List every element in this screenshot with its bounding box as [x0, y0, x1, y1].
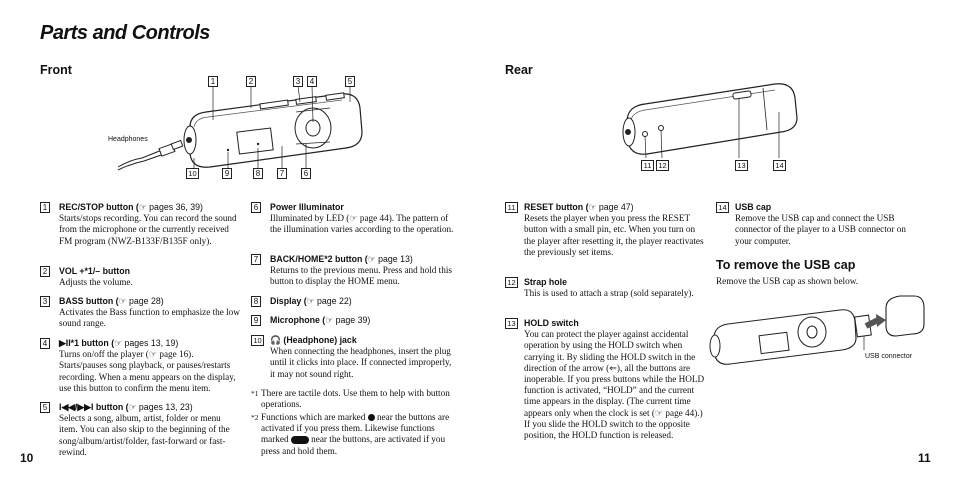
dot-icon [367, 414, 375, 422]
callout-6: 6 [301, 168, 311, 179]
footnote-1: *1 There are tactile dots. Use them to h… [251, 388, 450, 410]
callout-10: 10 [186, 168, 199, 179]
callout-9: 9 [222, 168, 232, 179]
callout-3: 3 [293, 76, 303, 87]
entry-7: 7 BACK/HOME*2 button (☞ page 13)Returns … [251, 254, 456, 288]
front-illustration [117, 85, 363, 171]
entry-9: 9 Microphone (☞ page 39) [251, 315, 456, 326]
entry-11: 11 RESET button (☞ page 47)Resets the pl… [505, 202, 705, 258]
section-front-heading: Front [40, 63, 72, 77]
callout-11: 11 [641, 160, 654, 171]
remove-usb-cap-heading: To remove the USB cap [716, 258, 856, 272]
entry-8: 8 Display (☞ page 22) [251, 296, 456, 307]
callout-2: 2 [246, 76, 256, 87]
callout-14: 14 [773, 160, 786, 171]
callout-1: 1 [208, 76, 218, 87]
pill-icon [290, 436, 309, 445]
callout-8: 8 [253, 168, 263, 179]
usb-connector-label: USB connector [865, 353, 913, 360]
rear-illustration [622, 83, 798, 159]
usb-removal-illustration [709, 295, 925, 365]
entry-4: 4 ▶II*1 button (☞ pages 13, 19)Turns on/… [40, 338, 240, 394]
entry-3: 3 BASS button (☞ page 28)Activates the B… [40, 296, 240, 330]
callout-5: 5 [345, 76, 355, 87]
callout-13: 13 [735, 160, 748, 171]
callout-4: 4 [307, 76, 317, 87]
footnote-2: *2 Functions which are marked near the b… [251, 412, 450, 456]
entry-1: 1 REC/STOP button (☞ pages 36, 39)Starts… [40, 202, 240, 247]
page-title: Parts and Controls [40, 22, 210, 44]
page-number-right: 11 [918, 451, 931, 465]
callout-7: 7 [277, 168, 287, 179]
callout-12: 12 [656, 160, 669, 171]
headphones-label: Headphones [108, 136, 148, 143]
page-number-left: 10 [20, 451, 34, 465]
section-rear-heading: Rear [505, 63, 533, 77]
remove-usb-cap-text: Remove the USB cap as shown below. [716, 276, 859, 286]
entry-5: 5 I◀◀/▶▶I button (☞ pages 13, 23)Selects… [40, 402, 240, 458]
